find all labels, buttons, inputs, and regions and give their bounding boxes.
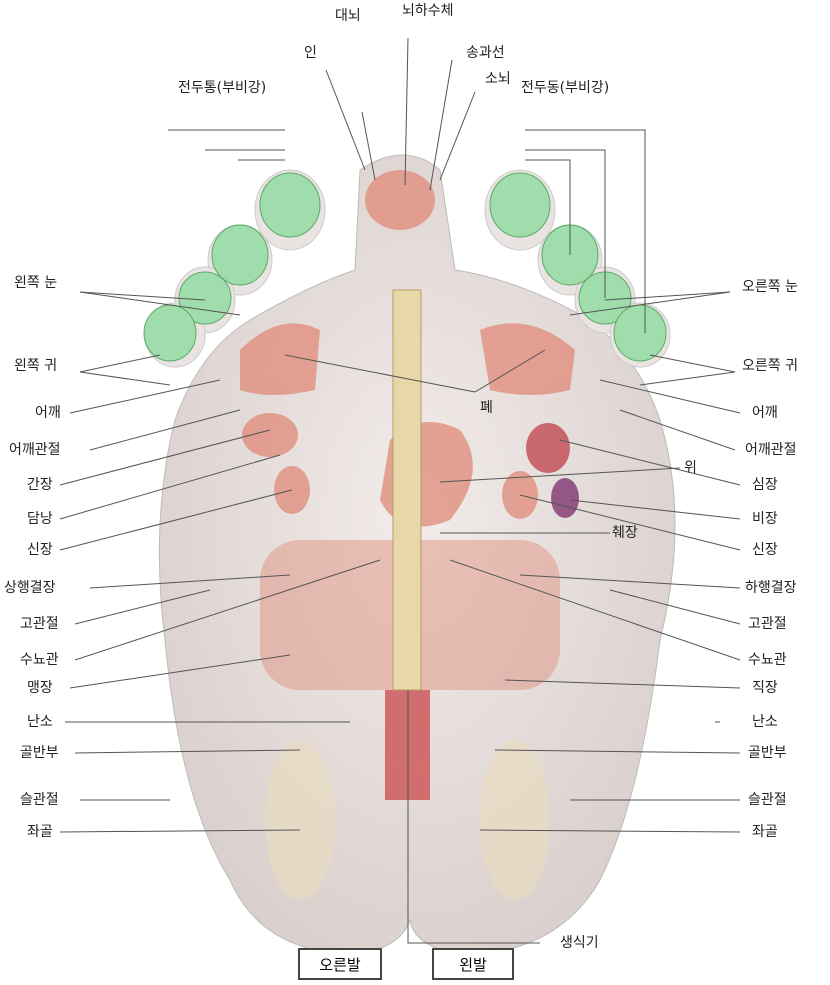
label-pineal: 송과선 [466, 45, 505, 61]
label-shoulder-joint: 어깨관절 [745, 442, 797, 458]
label-ovary: 난소 [27, 714, 53, 730]
label-pituitary: 뇌하수체 [402, 3, 454, 19]
label-right-eye: 오른쪽 눈 [742, 279, 798, 295]
label-liver: 간장 [27, 477, 53, 493]
label-hip-joint: 고관절 [748, 616, 787, 632]
label-hip-joint: 고관절 [20, 616, 59, 632]
label-ureter: 수뇨관 [20, 652, 59, 668]
label-knee-joint: 슬관절 [20, 792, 59, 808]
label-pancreas: 췌장 [612, 525, 638, 541]
label-shoulder: 어깨 [752, 405, 778, 421]
label-stomach: 위 [684, 460, 697, 476]
label-cerebellum: 소뇌 [485, 71, 511, 87]
label-descending-colon: 하행결장 [745, 580, 797, 596]
label-rectum: 직장 [752, 680, 778, 696]
label-sinus-right: 전두동(부비강) [521, 80, 610, 96]
right-lines [449, 379, 741, 833]
right-foot-button[interactable]: 오른발 [298, 948, 382, 980]
label-spleen: 비장 [752, 511, 778, 527]
label-cecum: 맹장 [27, 680, 53, 696]
label-shoulder: 어깨 [35, 405, 61, 421]
label-ureter: 수뇨관 [748, 652, 787, 668]
label-ovary: 난소 [752, 714, 778, 730]
label-cerebrum: 대뇌 [335, 8, 361, 24]
label-genitals: 생식기 [560, 935, 599, 951]
label-sinus-left: 전두통(부비강) [178, 80, 267, 96]
organs [240, 170, 579, 800]
label-kidney: 신장 [752, 542, 778, 558]
label-pelvis: 골반부 [748, 745, 787, 761]
label-ascending-colon: 상행결장 [4, 580, 56, 596]
spine [392, 289, 422, 691]
label-knee-joint: 슬관절 [748, 792, 787, 808]
label-heart: 심장 [752, 477, 778, 493]
label-gallbladder: 담낭 [27, 511, 53, 527]
leader-lines [59, 37, 741, 944]
left-lines [59, 379, 381, 833]
left-foot-button[interactable]: 왼발 [432, 948, 514, 980]
label-left-ear: 왼쪽 귀 [14, 358, 58, 374]
label-throat: 인 [304, 45, 317, 61]
label-pelvis: 골반부 [20, 745, 59, 761]
label-sciatic: 좌골 [27, 824, 53, 840]
label-right-ear: 오른쪽 귀 [742, 358, 798, 374]
label-left-eye: 왼쪽 눈 [14, 275, 58, 291]
label-lung: 폐 [480, 400, 493, 416]
label-kidney: 신장 [27, 542, 53, 558]
label-shoulder-joint: 어깨관절 [9, 442, 61, 458]
label-sciatic: 좌골 [752, 824, 778, 840]
